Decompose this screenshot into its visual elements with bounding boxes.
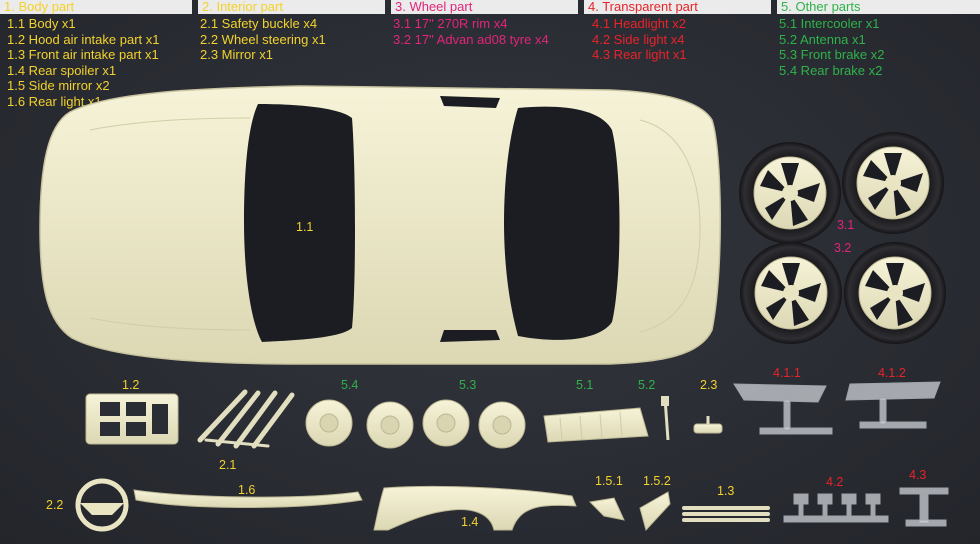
front-air-intake-part [682, 506, 770, 522]
body-parts-list: 1.1 Body x1 1.2 Hood air intake part x1 … [7, 16, 159, 109]
label-5-1: 5.1 [576, 378, 593, 392]
wheel-3 [740, 242, 842, 344]
side-mirror-left [588, 497, 625, 521]
rear-light-clear [899, 487, 949, 527]
side-mirror-right [639, 491, 671, 532]
list-item: 1.4 Rear spoiler x1 [7, 62, 117, 78]
label-5-3: 5.3 [459, 378, 476, 392]
label-1-5-1: 1.5.1 [595, 474, 623, 488]
list-item: 1.3 Front air intake part x1 [7, 47, 159, 62]
label-4-3: 4.3 [909, 468, 926, 482]
label-2-1: 2.1 [219, 458, 236, 472]
steering-wheel [75, 478, 129, 532]
header-transparent-part: 4. Transparent part [584, 0, 771, 14]
label-5-4: 5.4 [341, 378, 358, 392]
list-item: 5.1 Intercooler x1 [779, 16, 880, 31]
label-4-2: 4.2 [826, 475, 843, 489]
list-item: 4.3 Rear light x1 [592, 47, 687, 62]
label-3-1: 3.1 [837, 218, 854, 232]
headlights [733, 381, 941, 435]
other-parts-list: 5.1 Intercooler x1 5.2 Antenna x1 5.3 Fr… [779, 16, 885, 78]
rear-light-part [133, 489, 363, 508]
label-4-1-2: 4.1.2 [878, 366, 906, 380]
rear-view-mirror [693, 416, 723, 434]
wheel-parts-list: 3.1 17" 270R rim x4 3.2 17" Advan ad08 t… [393, 16, 549, 47]
label-1-4: 1.4 [461, 515, 478, 529]
interior-parts-list: 2.1 Safety buckle x4 2.2 Wheel steering … [200, 16, 326, 63]
intercooler [543, 407, 649, 443]
list-item: 2.1 Safety buckle x4 [200, 16, 318, 31]
header-body-part: 1. Body part [0, 0, 192, 14]
header-other-parts: 5. Other parts [777, 0, 980, 14]
list-item: 2.2 Wheel steering x1 [200, 31, 326, 47]
list-item: 1.5 Side mirror x2 [7, 78, 110, 93]
label-4-1-1: 4.1.1 [773, 366, 801, 380]
label-5-2: 5.2 [638, 378, 655, 392]
wheel-4 [844, 242, 946, 344]
label-1-5-2: 1.5.2 [643, 474, 671, 488]
transparent-parts-list: 4.1 Headlight x2 4.2 Side light x4 4.3 R… [592, 16, 687, 63]
list-item: 2.3 Mirror x1 [200, 47, 273, 62]
wheels-group [739, 132, 946, 344]
list-item: 3.1 17" 270R rim x4 [393, 16, 508, 31]
label-2-2: 2.2 [46, 498, 63, 512]
list-item: 5.3 Front brake x2 [779, 47, 885, 62]
wheel-2 [842, 132, 944, 234]
header-interior-part: 2. Interior part [198, 0, 385, 14]
list-item: 4.2 Side light x4 [592, 31, 685, 47]
label-2-3: 2.3 [700, 378, 717, 392]
header-wheel-part: 3. Wheel part [391, 0, 578, 14]
wheel-1 [739, 142, 841, 244]
label-1-1: 1.1 [296, 220, 313, 234]
list-item: 1.2 Hood air intake part x1 [7, 31, 160, 47]
list-item: 5.4 Rear brake x2 [779, 62, 883, 78]
rear-brakes [305, 399, 414, 449]
list-item: 4.1 Headlight x2 [592, 16, 686, 31]
list-item: 1.1 Body x1 [7, 16, 76, 31]
car-body-shell [39, 85, 722, 365]
label-3-2: 3.2 [834, 241, 851, 255]
label-1-2: 1.2 [122, 378, 139, 392]
list-item: 3.2 17" Advan ad08 tyre x4 [393, 31, 549, 47]
antenna [661, 396, 670, 441]
label-1-3: 1.3 [717, 484, 734, 498]
list-item: 1.6 Rear light x1 [7, 93, 102, 109]
safety-buckles [197, 389, 295, 449]
side-lights [783, 493, 889, 523]
front-brakes [422, 399, 526, 449]
label-1-6: 1.6 [238, 483, 255, 497]
hood-air-intake-part [85, 393, 179, 445]
rear-spoiler [373, 485, 577, 531]
list-item: 5.2 Antenna x1 [779, 31, 866, 47]
